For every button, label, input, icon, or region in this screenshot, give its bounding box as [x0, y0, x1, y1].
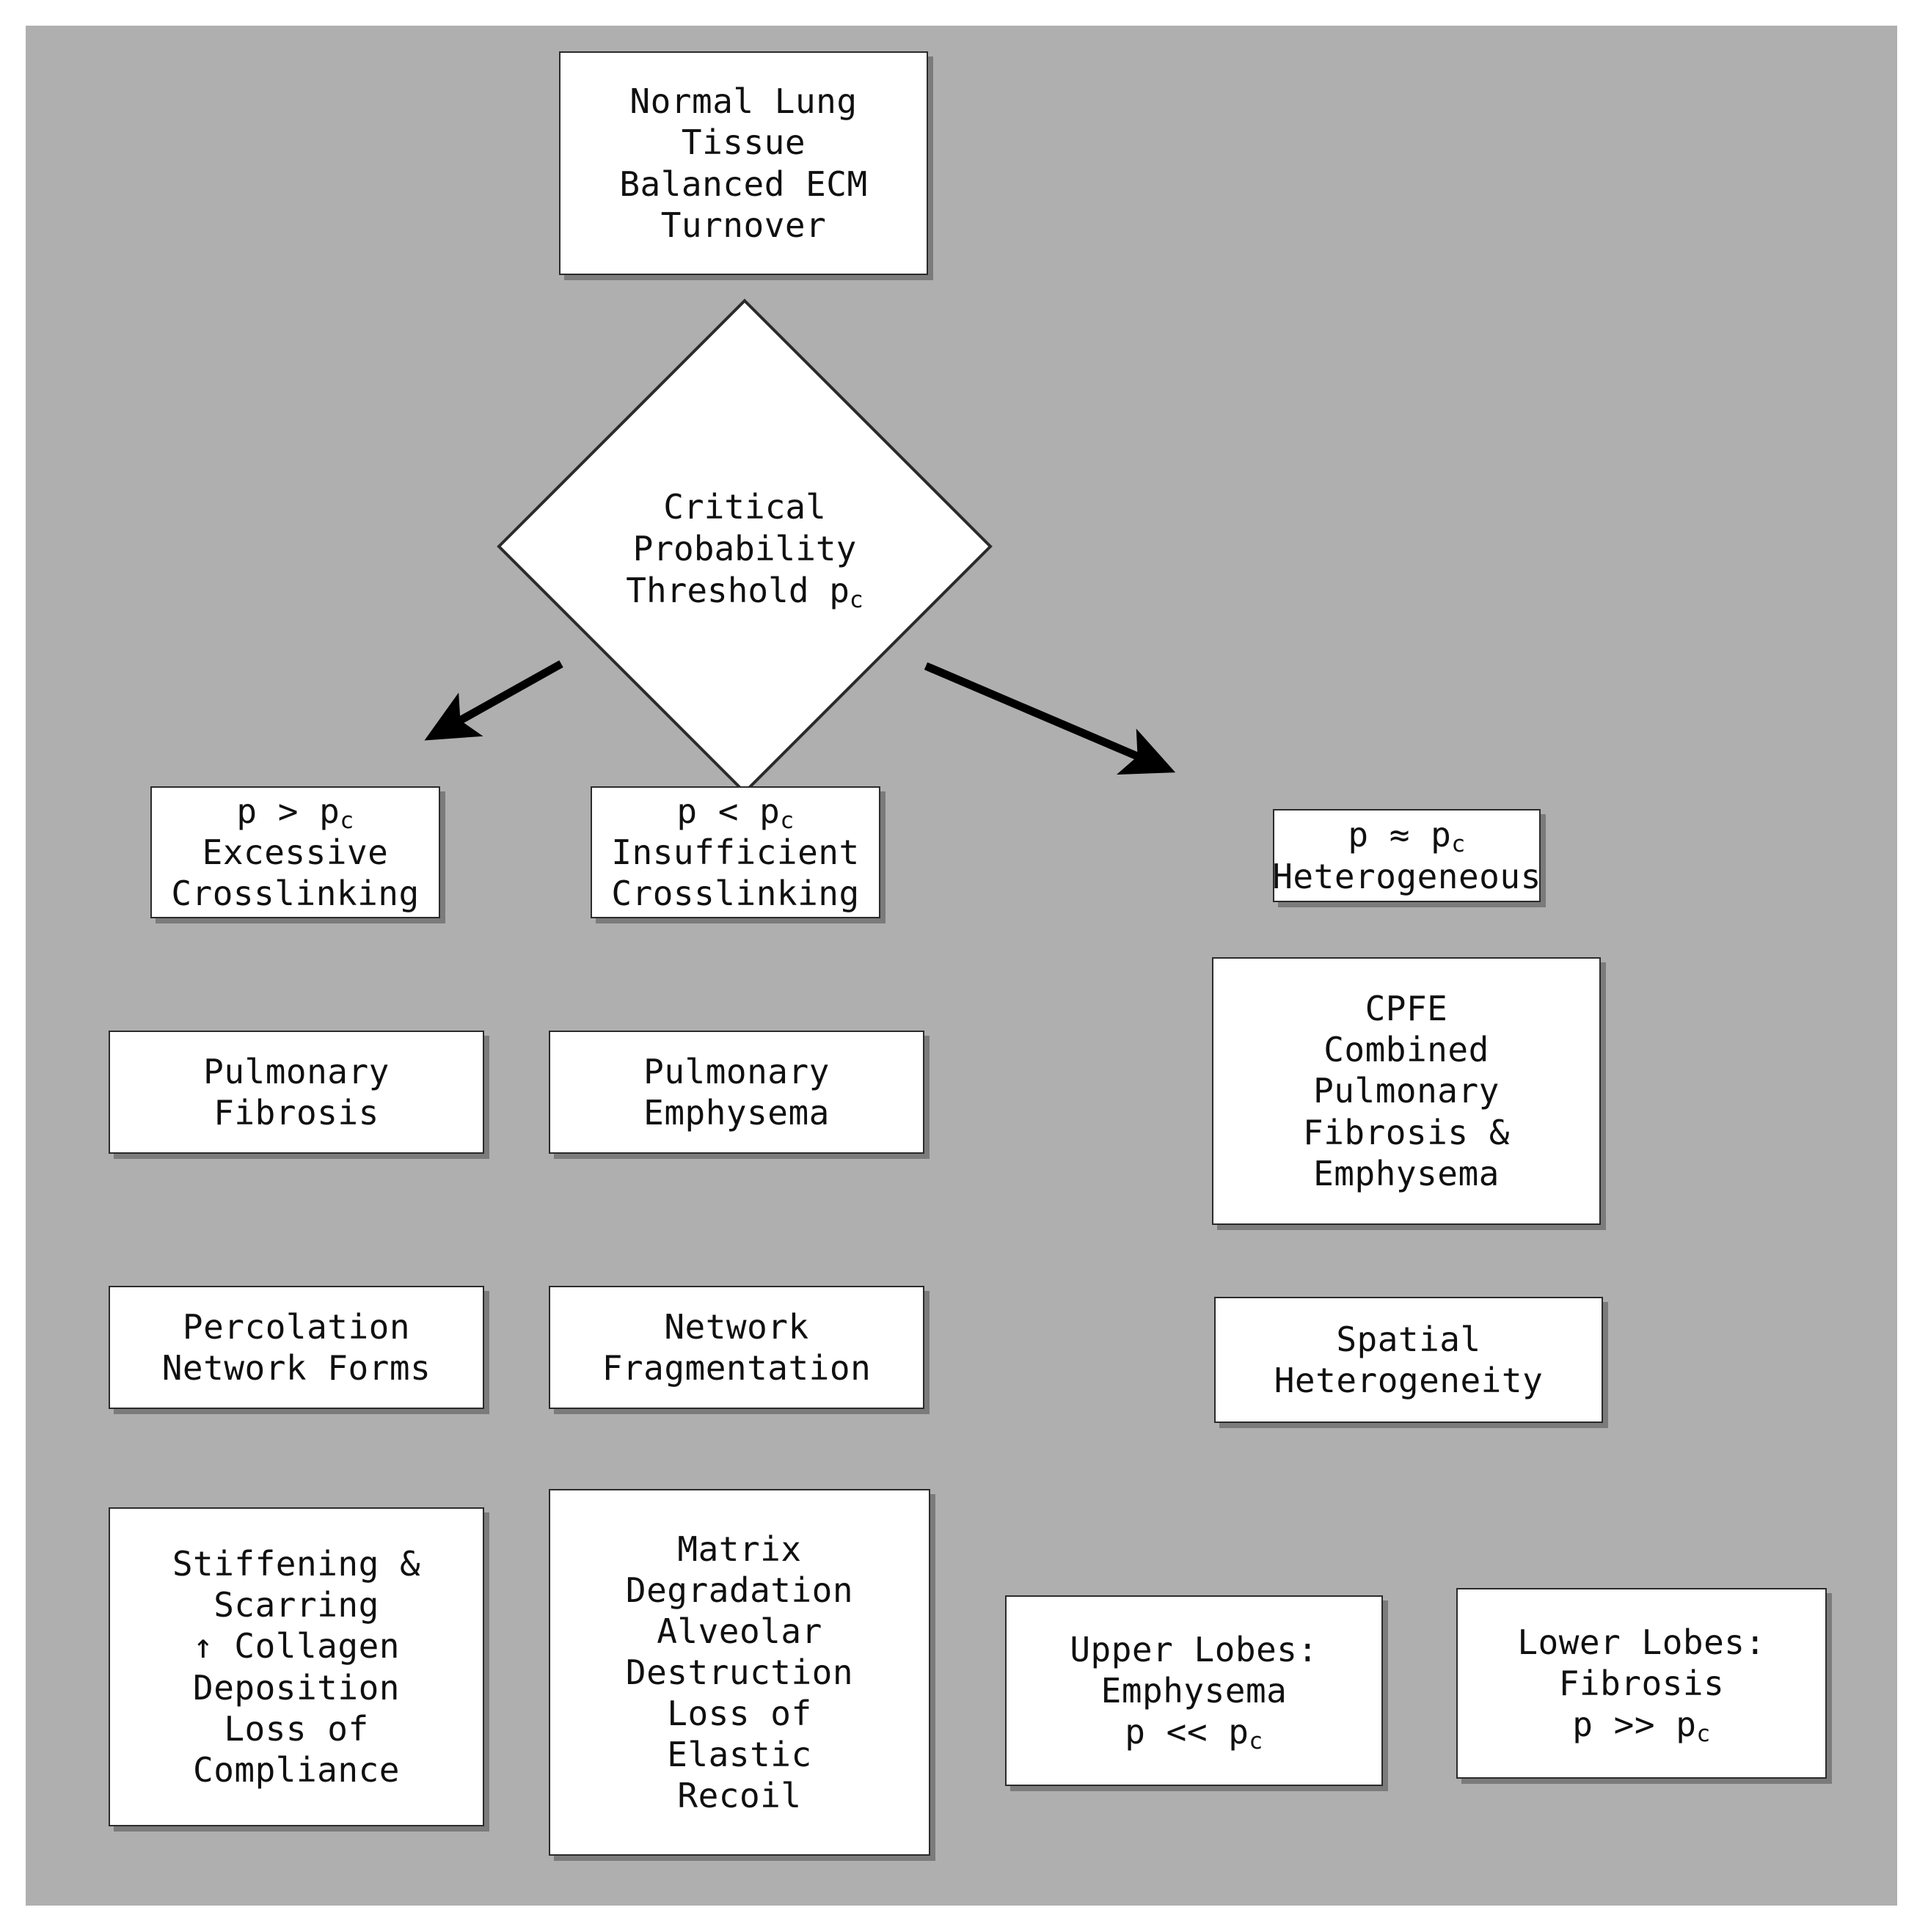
node-lower-lobes-fibrosis[interactable]: Lower Lobes: Fibrosis p >> pc: [1456, 1588, 1827, 1779]
node-label: Network Fragmentation: [602, 1306, 872, 1388]
node-upper-lobes-emphysema[interactable]: Upper Lobes: Emphysema p << pc: [1005, 1595, 1383, 1786]
node-label: p < pc Insufficient Crosslinking: [611, 791, 860, 914]
node-cpfe[interactable]: CPFE Combined Pulmonary Fibrosis & Emphy…: [1212, 957, 1601, 1225]
node-pulmonary-emphysema[interactable]: Pulmonary Emphysema: [549, 1031, 924, 1154]
node-label: Critical Probability Threshold pc: [626, 486, 863, 613]
node-label: Normal Lung Tissue Balanced ECM Turnover: [619, 81, 868, 245]
node-network-fragmentation[interactable]: Network Fragmentation: [549, 1286, 924, 1409]
node-pulmonary-fibrosis[interactable]: Pulmonary Fibrosis: [109, 1031, 484, 1154]
node-normal-lung-tissue[interactable]: Normal Lung Tissue Balanced ECM Turnover: [559, 51, 928, 275]
subscript-c: c: [780, 807, 795, 834]
subscript-c: c: [849, 586, 863, 613]
node-label: p ≈ pc Heterogeneous: [1272, 815, 1541, 896]
node-label: Upper Lobes: Emphysema p << pc: [1070, 1629, 1318, 1754]
node-label: CPFE Combined Pulmonary Fibrosis & Emphy…: [1303, 989, 1510, 1193]
subscript-c: c: [340, 807, 354, 834]
node-label: Stiffening & Scarring ↑ Collagen Deposit…: [172, 1544, 421, 1790]
node-label: Spatial Heterogeneity: [1274, 1319, 1544, 1400]
node-label: Percolation Network Forms: [161, 1306, 431, 1388]
node-label: Pulmonary Emphysema: [643, 1051, 830, 1133]
node-label: Pulmonary Fibrosis: [203, 1051, 390, 1133]
node-percolation-network-forms[interactable]: Percolation Network Forms: [109, 1286, 484, 1409]
subscript-c: c: [1451, 831, 1466, 858]
node-label: Lower Lobes: Fibrosis p >> pc: [1517, 1622, 1766, 1747]
node-stiffening-scarring[interactable]: Stiffening & Scarring ↑ Collagen Deposit…: [109, 1507, 484, 1826]
node-insufficient-crosslinking[interactable]: p < pc Insufficient Crosslinking: [591, 786, 880, 918]
node-heterogeneous[interactable]: p ≈ pc Heterogeneous: [1272, 809, 1541, 902]
node-critical-probability-threshold[interactable]: Critical Probability Threshold pc: [493, 295, 996, 798]
subscript-c: c: [1249, 1727, 1263, 1754]
node-label: Matrix Degradation Alveolar Destruction …: [625, 1529, 854, 1816]
node-excessive-crosslinking[interactable]: p > pc Excessive Crosslinking: [150, 786, 440, 918]
node-matrix-degradation[interactable]: Matrix Degradation Alveolar Destruction …: [549, 1489, 930, 1856]
node-spatial-heterogeneity[interactable]: Spatial Heterogeneity: [1214, 1297, 1603, 1423]
node-label: p > pc Excessive Crosslinking: [171, 791, 420, 914]
subscript-c: c: [1696, 1720, 1711, 1747]
